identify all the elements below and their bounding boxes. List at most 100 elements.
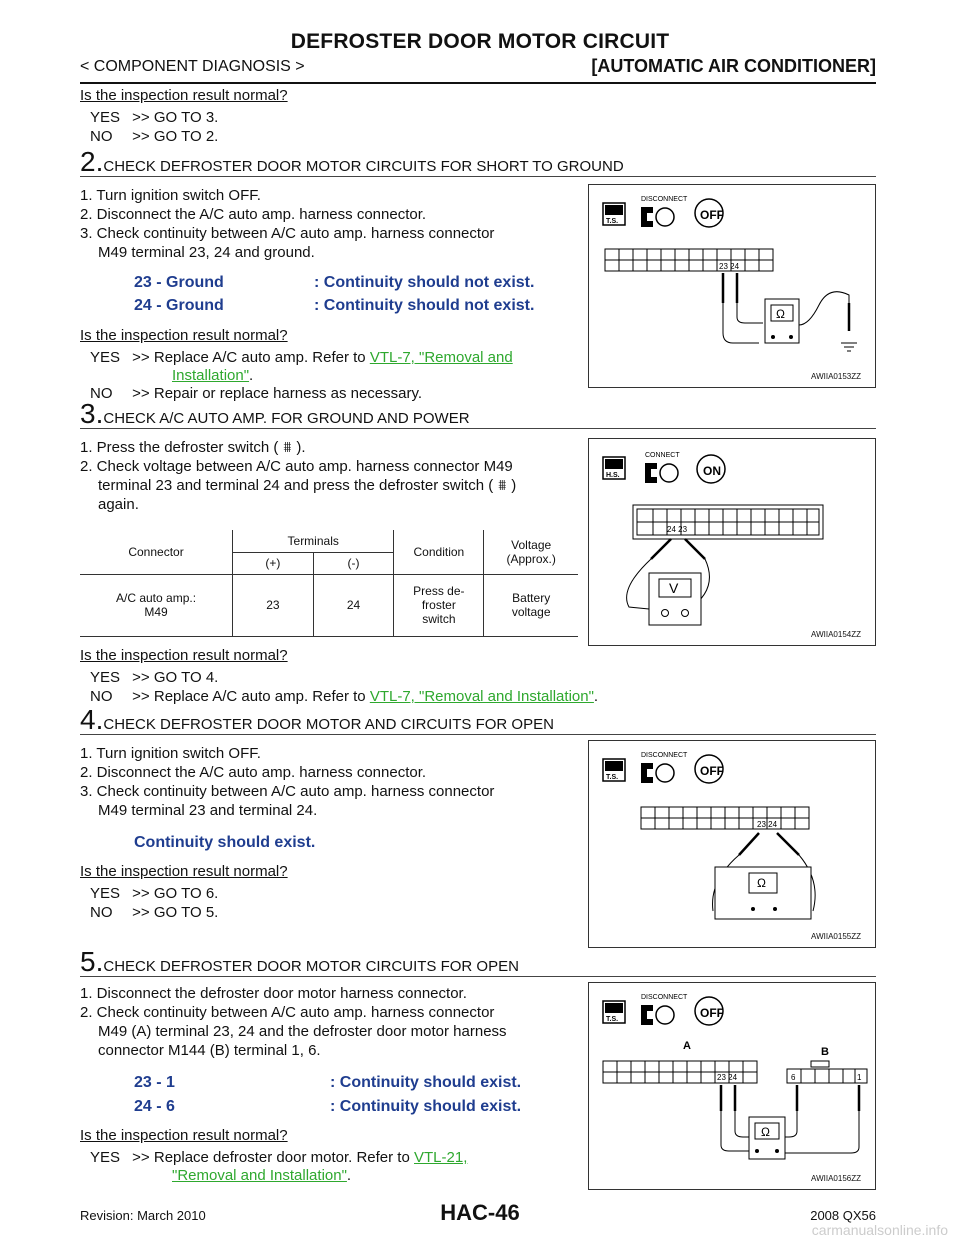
list-item: 3. Check continuity between A/C auto amp… bbox=[80, 225, 495, 242]
cell-minus: 24 bbox=[313, 574, 395, 637]
yes-action: >> GO TO 3. bbox=[132, 109, 219, 126]
no-label: NO bbox=[90, 385, 113, 402]
list-item: M49 terminal 23 and terminal 24. bbox=[98, 802, 318, 819]
intro-no: NO >> GO TO 2. bbox=[90, 127, 218, 146]
text: M49 bbox=[144, 605, 168, 619]
step4-heading-text: CHECK DEFROSTER DOOR MOTOR AND CIRCUITS … bbox=[103, 716, 554, 733]
page-number: HAC-46 bbox=[440, 1200, 520, 1225]
figure-code: AWIIA0153ZZ bbox=[811, 372, 861, 381]
step4-heading: 4.CHECK DEFROSTER DOOR MOTOR AND CIRCUIT… bbox=[80, 704, 554, 736]
pin-label: 23 24 bbox=[719, 262, 740, 271]
step5-yes-cont: "Removal and Installation". bbox=[172, 1166, 351, 1185]
list-item: 2. Check voltage between A/C auto amp. h… bbox=[80, 458, 513, 475]
text: ). bbox=[296, 439, 306, 456]
pin-label: 6 bbox=[791, 1073, 796, 1082]
step3-question: Is the inspection result normal? bbox=[80, 647, 288, 664]
mode-label: CONNECT bbox=[645, 452, 680, 459]
step2-heading-text: CHECK DEFROSTER DOOR MOTOR CIRCUITS FOR … bbox=[103, 158, 624, 175]
yes-action: >> Replace A/C auto amp. Refer to bbox=[132, 349, 370, 366]
mode-label: DISCONNECT bbox=[641, 752, 688, 759]
spec-value: : Continuity should exist. bbox=[330, 1098, 522, 1115]
no-label: NO bbox=[90, 904, 113, 921]
yes-label: YES bbox=[90, 885, 121, 902]
pin-label: 23 24 bbox=[717, 1073, 738, 1082]
removal-link[interactable]: "Removal and Installation" bbox=[172, 1167, 347, 1184]
step2-number: 2. bbox=[80, 146, 104, 177]
section-label: [AUTOMATIC AIR CONDITIONER] bbox=[591, 56, 876, 76]
col-condition: Condition bbox=[393, 530, 485, 575]
step2-yes: YES >> Replace A/C auto amp. Refer to VT… bbox=[90, 348, 580, 367]
table-row: A/C auto amp.:M49 23 24 Press de-froster… bbox=[80, 574, 578, 637]
ohm-meter: Ω bbox=[776, 307, 785, 321]
step5-heading-text: CHECK DEFROSTER DOOR MOTOR CIRCUITS FOR … bbox=[103, 958, 519, 975]
col-plus: (+) bbox=[232, 552, 314, 575]
spec-term: 24 - 6 bbox=[134, 1098, 175, 1115]
step3-list: 1. Press the defroster switch (⩩). 2. Ch… bbox=[80, 438, 580, 514]
col-terminals: Terminals bbox=[232, 530, 395, 553]
spec-value: Continuity should exist. bbox=[134, 834, 316, 851]
text: Press de- bbox=[413, 584, 465, 598]
step3-no: NO >> Replace A/C auto amp. Refer to VTL… bbox=[90, 687, 598, 706]
wiring-diagram: T.S. DISCONNECT OFF 23 24 Ω bbox=[602, 752, 816, 920]
wiring-diagram: T.S. DISCONNECT OFF 23 24 Ω bbox=[602, 196, 857, 352]
revision-date: Revision: March 2010 bbox=[80, 1208, 206, 1223]
figure-4: T.S. DISCONNECT OFF A B 23 24 6 1 Ω AWII… bbox=[588, 982, 876, 1190]
list-item: 1. Turn ignition switch OFF. bbox=[80, 187, 261, 204]
punctuation: . bbox=[593, 688, 599, 705]
step4-yes: YES >> GO TO 6. bbox=[90, 884, 218, 903]
mode-label: DISCONNECT bbox=[641, 994, 688, 1001]
list-item: again. bbox=[98, 496, 139, 513]
text: Voltage bbox=[511, 537, 552, 552]
step5-heading: 5.CHECK DEFROSTER DOOR MOTOR CIRCUITS FO… bbox=[80, 946, 519, 978]
header-rule bbox=[80, 82, 876, 84]
no-action: >> GO TO 5. bbox=[132, 904, 219, 921]
removal-link[interactable]: VTL-7, "Removal and Installation" bbox=[369, 688, 594, 705]
text: terminal 23 and terminal 24 and press th… bbox=[98, 477, 494, 494]
ohm-meter: Ω bbox=[757, 876, 766, 890]
switch-label: OFF bbox=[700, 208, 724, 222]
no-action: >> Repair or replace harness as necessar… bbox=[132, 385, 423, 402]
watermark: carmanualsonline.info bbox=[811, 1222, 948, 1238]
pin-label: 24 23 bbox=[667, 525, 688, 534]
step3-heading-text: CHECK A/C AUTO AMP. FOR GROUND AND POWER bbox=[103, 410, 470, 427]
defroster-icon: ⩩ bbox=[283, 439, 292, 456]
figure-code: AWIIA0156ZZ bbox=[811, 1174, 861, 1183]
list-item: 2. Disconnect the A/C auto amp. harness … bbox=[80, 206, 427, 223]
no-label: NO bbox=[90, 128, 113, 145]
no-action: >> GO TO 2. bbox=[132, 128, 219, 145]
list-item: 1. Press the defroster switch (⩩). bbox=[80, 438, 580, 457]
volt-meter: V bbox=[669, 580, 679, 596]
step4-question: Is the inspection result normal? bbox=[80, 863, 288, 880]
removal-link[interactable]: VTL-7, "Removal and bbox=[369, 349, 513, 366]
yes-label: YES bbox=[90, 1149, 121, 1166]
step2-yes-cont: Installation". bbox=[172, 366, 253, 385]
col-voltage: Voltage(Approx.) bbox=[483, 530, 578, 575]
step5-yes: YES >> Replace defroster door motor. Ref… bbox=[90, 1148, 580, 1167]
text: Battery bbox=[512, 591, 551, 605]
step4-list: 1. Turn ignition switch OFF. 2. Disconne… bbox=[80, 744, 580, 820]
switch-label: ON bbox=[703, 464, 721, 478]
pin-label: 1 bbox=[857, 1073, 862, 1082]
step5-number: 5. bbox=[80, 946, 104, 977]
spec-value: : Continuity should exist. bbox=[330, 1074, 522, 1091]
switch-label: OFF bbox=[700, 764, 724, 778]
figure-2: H.S. CONNECT ON 24 23 V AWIIA0154ZZ bbox=[588, 438, 876, 646]
ts-label: T.S. bbox=[606, 1016, 618, 1023]
list-item: connector M144 (B) terminal 1, 6. bbox=[98, 1042, 321, 1059]
yes-label: YES bbox=[90, 109, 121, 126]
step2-rule bbox=[80, 176, 876, 177]
step3-heading: 3.CHECK A/C AUTO AMP. FOR GROUND AND POW… bbox=[80, 398, 470, 430]
list-item: 1. Disconnect the defroster door motor h… bbox=[80, 985, 467, 1002]
list-item: 2. Disconnect the A/C auto amp. harness … bbox=[80, 764, 427, 781]
removal-link[interactable]: Installation" bbox=[172, 367, 250, 384]
removal-link[interactable]: VTL-21, bbox=[414, 1149, 468, 1166]
spec-term: 23 - Ground bbox=[134, 274, 224, 291]
col-connector: Connector bbox=[80, 530, 234, 575]
yes-action: >> Replace defroster door motor. Refer t… bbox=[132, 1149, 414, 1166]
text: (Approx.) bbox=[506, 551, 556, 566]
step2-question: Is the inspection result normal? bbox=[80, 327, 288, 344]
yes-label: YES bbox=[90, 669, 121, 686]
list-item: M49 (A) terminal 23, 24 and the defroste… bbox=[98, 1023, 507, 1040]
